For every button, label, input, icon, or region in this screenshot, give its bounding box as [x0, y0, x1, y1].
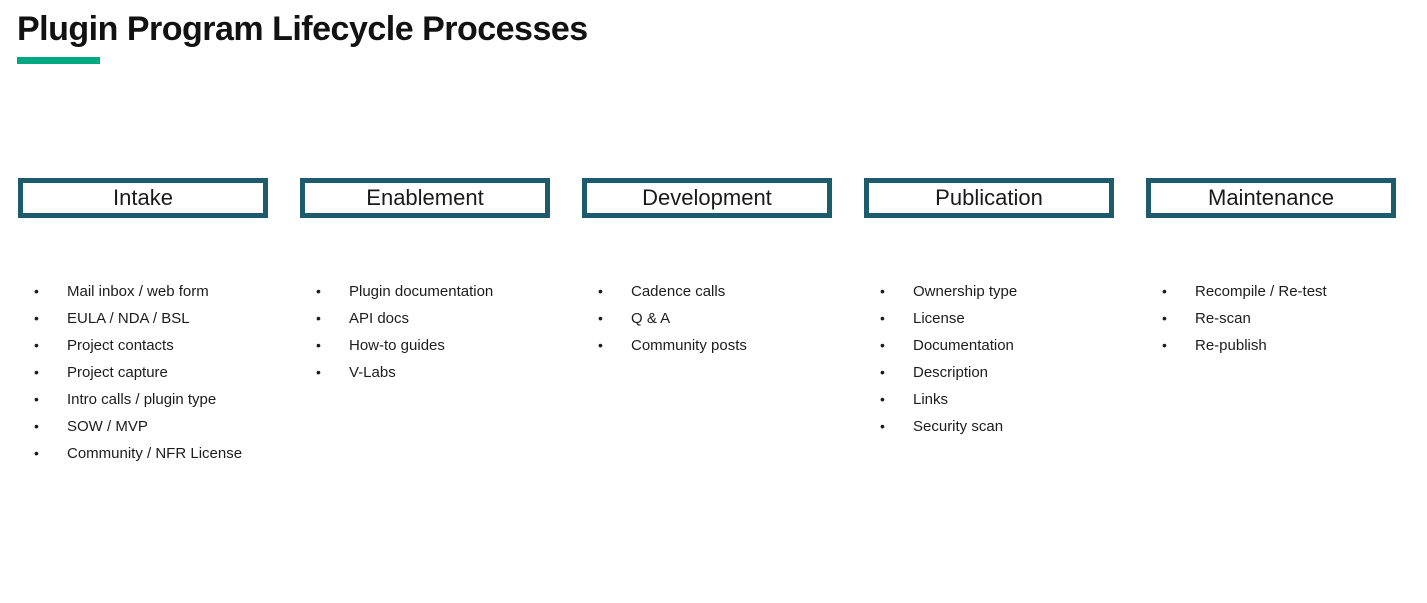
stage-header-box-intake: Intake	[18, 178, 268, 218]
list-item-text: EULA / NDA / BSL	[67, 310, 190, 327]
list-item: • Project capture	[18, 359, 268, 386]
bullet-icon: •	[316, 364, 321, 380]
stage-header-box-publication: Publication	[864, 178, 1114, 218]
bullet-icon: •	[880, 418, 885, 434]
bullet-icon: •	[880, 310, 885, 326]
list-item: • Security scan	[864, 413, 1114, 440]
list-item: • How-to guides	[300, 332, 550, 359]
list-item-text: Recompile / Re-test	[1195, 283, 1327, 300]
list-item: • License	[864, 305, 1114, 332]
bullet-icon: •	[598, 283, 603, 299]
list-item: • Mail inbox / web form	[18, 278, 268, 305]
bullet-icon: •	[34, 418, 39, 434]
list-item-text: Project contacts	[67, 337, 174, 354]
list-item: • Documentation	[864, 332, 1114, 359]
stage-column-maintenance: Maintenance • Recompile / Re-test • Re-s…	[1146, 178, 1396, 467]
bullet-icon: •	[34, 310, 39, 326]
list-item: • Q & A	[582, 305, 832, 332]
list-item-text: Security scan	[913, 418, 1004, 435]
stage-column-development: Development • Cadence calls • Q & A • Co…	[582, 178, 832, 467]
list-item-text: Description	[913, 364, 989, 381]
list-item-text: Community posts	[631, 337, 747, 354]
list-item-text: Links	[913, 391, 949, 408]
list-item: • Re-publish	[1146, 332, 1396, 359]
stage-item-list: • Cadence calls • Q & A • Community post…	[582, 278, 832, 359]
list-item: • Re-scan	[1146, 305, 1396, 332]
stage-item-list: • Mail inbox / web form • EULA / NDA / B…	[18, 278, 268, 467]
list-item-text: Project capture	[67, 364, 168, 381]
list-item: • Ownership type	[864, 278, 1114, 305]
list-item-text: Cadence calls	[631, 283, 726, 300]
bullet-icon: •	[316, 337, 321, 353]
bullet-icon: •	[316, 283, 321, 299]
bullet-icon: •	[34, 364, 39, 380]
list-item-text: Re-scan	[1195, 310, 1251, 327]
bullet-icon: •	[880, 391, 885, 407]
bullet-icon: •	[1162, 310, 1167, 326]
list-item: • Community posts	[582, 332, 832, 359]
bullet-icon: •	[880, 283, 885, 299]
list-item: • SOW / MVP	[18, 413, 268, 440]
list-item-text: Mail inbox / web form	[67, 283, 209, 300]
stage-header-label: Development	[642, 185, 772, 210]
list-item-text: SOW / MVP	[67, 418, 148, 435]
list-item: • Cadence calls	[582, 278, 832, 305]
stage-column-intake: Intake • Mail inbox / web form • EULA / …	[18, 178, 268, 467]
bullet-icon: •	[880, 364, 885, 380]
list-item-text: V-Labs	[349, 364, 396, 381]
list-item-text: How-to guides	[349, 337, 445, 354]
bullet-icon: •	[598, 337, 603, 353]
list-item: • Project contacts	[18, 332, 268, 359]
stage-header-label: Maintenance	[1208, 185, 1334, 210]
list-item: • Links	[864, 386, 1114, 413]
bullet-icon: •	[34, 337, 39, 353]
list-item: • Description	[864, 359, 1114, 386]
list-item-text: License	[913, 310, 965, 327]
stage-column-publication: Publication • Ownership type • License •…	[864, 178, 1114, 467]
list-item: • Plugin documentation	[300, 278, 550, 305]
list-item: • EULA / NDA / BSL	[18, 305, 268, 332]
stage-item-list: • Recompile / Re-test • Re-scan • Re-pub…	[1146, 278, 1396, 359]
stage-header-label: Enablement	[366, 185, 484, 210]
list-item-text: Ownership type	[913, 283, 1018, 300]
bullet-icon: •	[1162, 337, 1167, 353]
bullet-icon: •	[316, 310, 321, 326]
stage-header-box-development: Development	[582, 178, 832, 218]
list-item-text: Q & A	[631, 310, 671, 327]
stage-header-label: Publication	[935, 185, 1043, 210]
stage-header-box-maintenance: Maintenance	[1146, 178, 1396, 218]
bullet-icon: •	[598, 310, 603, 326]
lifecycle-columns: Intake • Mail inbox / web form • EULA / …	[18, 178, 1396, 467]
bullet-icon: •	[1162, 283, 1167, 299]
list-item-text: Plugin documentation	[349, 283, 494, 300]
list-item: • API docs	[300, 305, 550, 332]
list-item-text: Documentation	[913, 337, 1014, 354]
bullet-icon: •	[34, 445, 39, 461]
list-item-text: API docs	[349, 310, 410, 327]
bullet-icon: •	[34, 391, 39, 407]
list-item: • V-Labs	[300, 359, 550, 386]
list-item-text: Community / NFR License	[67, 445, 243, 462]
page-title: Plugin Program Lifecycle Processes	[17, 10, 588, 48]
stage-header-box-enablement: Enablement	[300, 178, 550, 218]
bullet-icon: •	[34, 283, 39, 299]
list-item: • Intro calls / plugin type	[18, 386, 268, 413]
stage-header-label: Intake	[113, 185, 173, 210]
stage-item-list: • Plugin documentation • API docs • How-…	[300, 278, 550, 386]
stage-item-list: • Ownership type • License • Documentati…	[864, 278, 1114, 440]
list-item: • Community / NFR License	[18, 440, 268, 467]
list-item-text: Intro calls / plugin type	[67, 391, 217, 408]
title-accent-bar	[17, 57, 100, 64]
list-item-text: Re-publish	[1195, 337, 1267, 354]
bullet-icon: •	[880, 337, 885, 353]
list-item: • Recompile / Re-test	[1146, 278, 1396, 305]
stage-column-enablement: Enablement • Plugin documentation • API …	[300, 178, 550, 467]
